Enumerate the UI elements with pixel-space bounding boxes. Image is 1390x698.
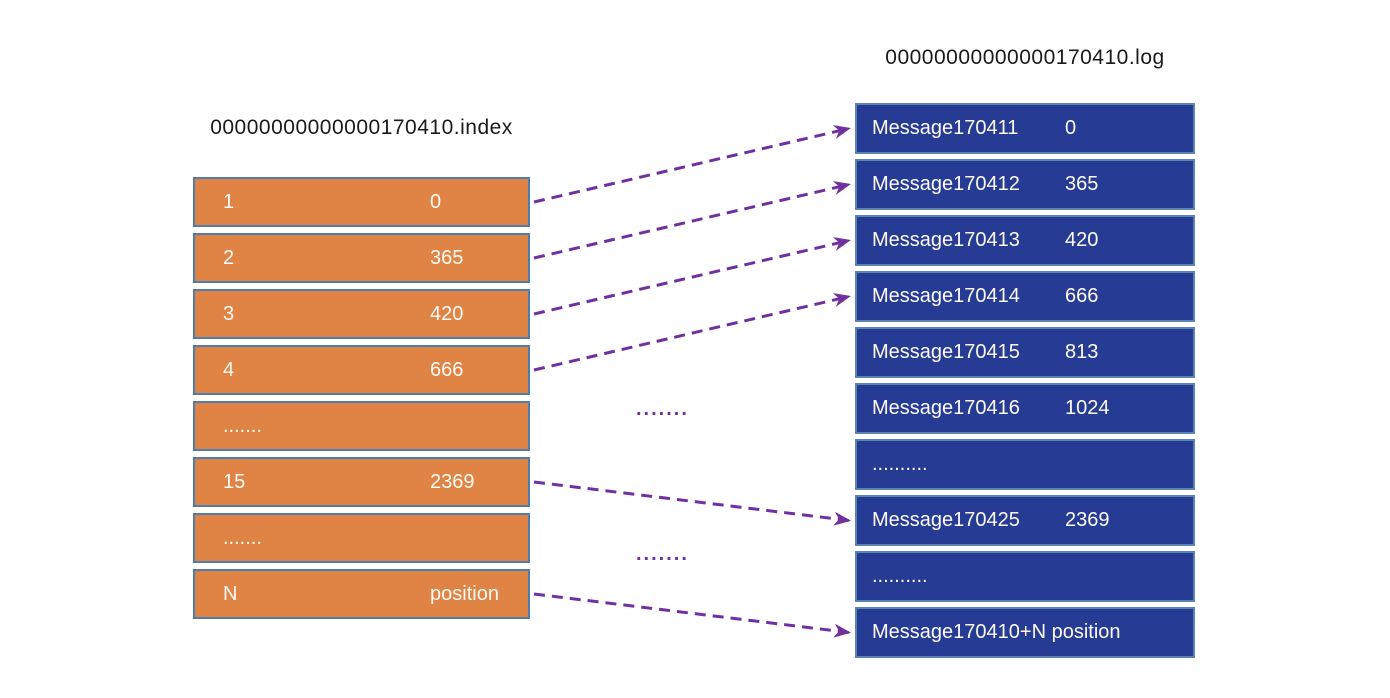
- log-row: Message170410+N position: [855, 607, 1195, 658]
- log-entry-offset: 0: [1065, 117, 1077, 139]
- log-entry-offset: 2369: [1065, 509, 1110, 531]
- index-to-log-arrow: [533, 237, 851, 316]
- index-to-log-arrow: [533, 592, 851, 638]
- index-row: 2 365: [193, 233, 530, 283]
- index-row: .......: [193, 513, 530, 563]
- index-row: 4 666: [193, 345, 530, 395]
- log-row: ..........: [855, 439, 1195, 490]
- log-row: Message170414 666: [855, 271, 1195, 322]
- log-row: ..........: [855, 551, 1195, 602]
- index-row: .......: [193, 401, 530, 451]
- index-to-log-arrow: [533, 480, 851, 526]
- log-entry-message: Message170412: [872, 173, 1020, 195]
- log-entry-offset: 666: [1065, 285, 1099, 307]
- index-entry-number: 2: [223, 246, 235, 269]
- index-row: 15 2369: [193, 457, 530, 507]
- log-entry-message: Message170414: [872, 285, 1020, 307]
- log-entry-offset: 813: [1065, 341, 1099, 363]
- ellipsis-lower: .......: [636, 543, 689, 565]
- index-entry-position: 0: [430, 190, 442, 213]
- log-entry-message: ..........: [872, 565, 928, 587]
- log-entry-message: Message170410+N position: [872, 621, 1121, 643]
- log-entry-message: Message170411: [872, 117, 1019, 139]
- index-to-log-arrow: [533, 125, 851, 204]
- log-row: Message170411 0: [855, 103, 1195, 154]
- index-entry-number: 15: [223, 470, 246, 493]
- index-entry-number: N: [223, 582, 238, 605]
- index-entry-position: 2369: [430, 470, 475, 493]
- log-entry-offset: 1024: [1065, 397, 1110, 419]
- index-to-log-arrow: [533, 181, 851, 260]
- index-entry-position: 365: [430, 246, 464, 269]
- log-entry-message: Message170425: [872, 509, 1020, 531]
- index-entry-position: position: [430, 582, 499, 605]
- index-entry-position: 420: [430, 302, 464, 325]
- log-row: Message170416 1024: [855, 383, 1195, 434]
- log-file-title: 00000000000000170410.log: [885, 46, 1165, 69]
- log-entry-message: Message170416: [872, 397, 1020, 419]
- log-row: Message170413 420: [855, 215, 1195, 266]
- index-entry-number: 1: [223, 190, 235, 213]
- index-to-log-arrow: [533, 293, 851, 372]
- index-entry-number: .......: [223, 526, 262, 549]
- log-entry-message: Message170413: [872, 229, 1020, 251]
- ellipsis-upper: .......: [636, 398, 689, 420]
- index-entry-position: 666: [430, 358, 464, 381]
- log-row: Message170415 813: [855, 327, 1195, 378]
- index-row: 3 420: [193, 289, 530, 339]
- log-entry-offset: 420: [1065, 229, 1099, 251]
- log-row: Message170425 2369: [855, 495, 1195, 546]
- index-entry-number: .......: [223, 414, 262, 437]
- log-entry-message: ..........: [872, 453, 928, 475]
- index-file-title: 00000000000000170410.index: [210, 116, 513, 139]
- log-entry-message: Message170415: [872, 341, 1020, 363]
- log-row: Message170412 365: [855, 159, 1195, 210]
- index-entry-number: 4: [223, 358, 235, 381]
- index-entry-number: 3: [223, 302, 235, 325]
- log-entry-offset: 365: [1065, 173, 1099, 195]
